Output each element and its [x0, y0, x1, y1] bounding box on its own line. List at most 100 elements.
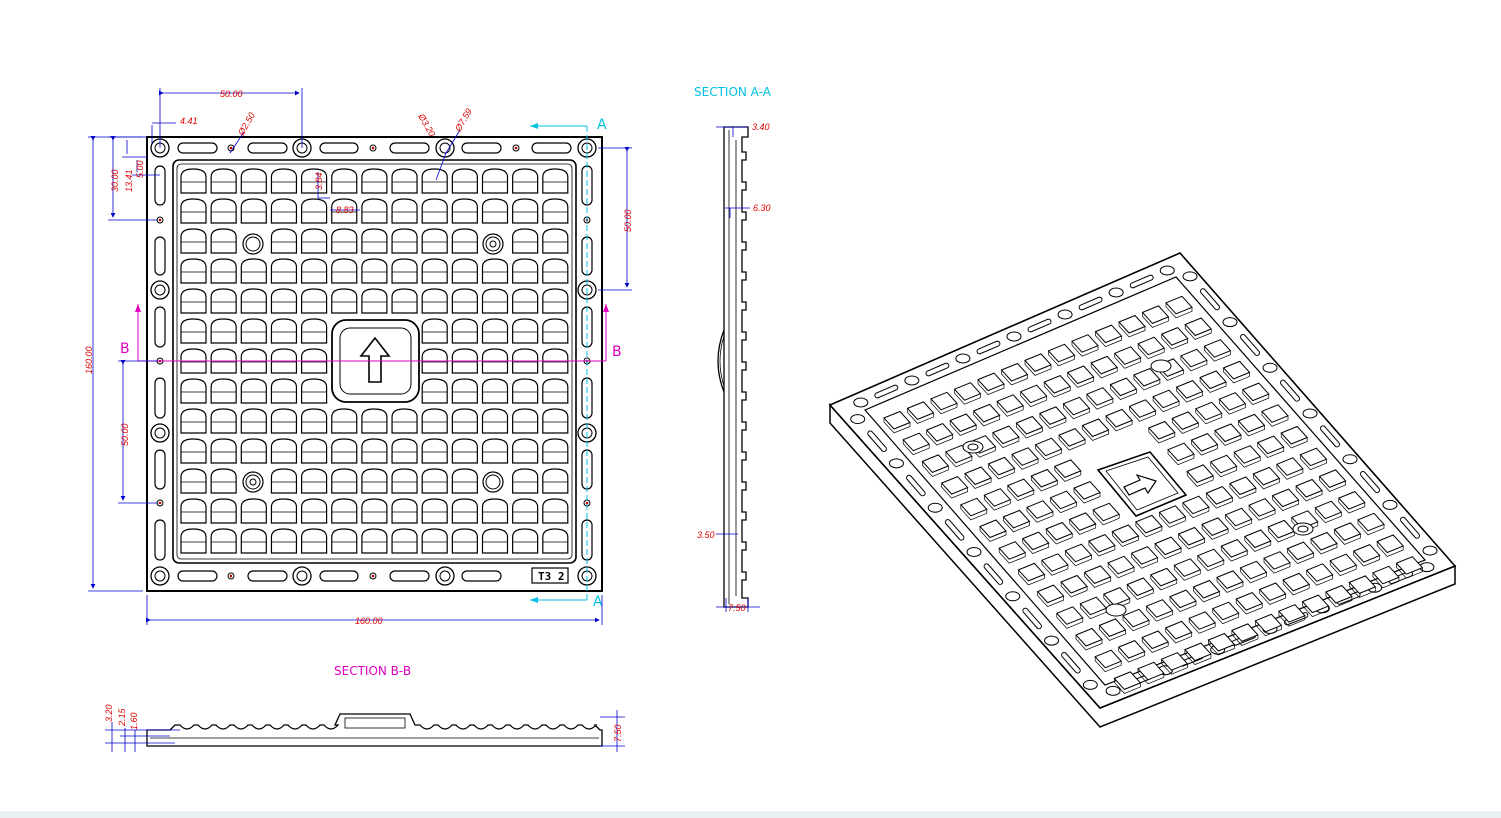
iso-cell	[1305, 563, 1334, 586]
iso-cell	[1041, 553, 1069, 576]
iso-cell	[1199, 370, 1227, 393]
iso-cell	[987, 456, 1016, 480]
iso-cell	[1128, 399, 1157, 422]
iso-cell	[1186, 464, 1215, 487]
iso-cell	[1220, 539, 1249, 562]
iso-cell	[1182, 495, 1210, 519]
section-bb-profile	[146, 713, 603, 747]
grid-cell	[210, 228, 237, 254]
grid-cell	[481, 318, 509, 344]
iso-hole	[966, 547, 982, 557]
iso-cell	[1180, 348, 1208, 372]
grid-cell	[391, 258, 418, 284]
iso-slot-inner	[1062, 653, 1080, 673]
iso-cell	[1060, 574, 1088, 598]
grid-cell	[210, 468, 237, 494]
iso-hole	[1005, 591, 1021, 602]
iso-cell	[1216, 570, 1244, 593]
iso-cell	[1314, 500, 1343, 524]
iso-cell	[1062, 396, 1091, 420]
grid-cell	[451, 198, 478, 224]
grid-cell	[421, 198, 448, 224]
iso-slot-inner	[1130, 275, 1153, 288]
iso-cell	[1286, 541, 1315, 565]
grid-cell	[421, 168, 448, 194]
iso-cell	[1141, 305, 1170, 328]
iso-slot-inner	[1023, 608, 1041, 629]
iso-cell	[949, 413, 978, 436]
section-bb-title: SECTION B-B	[334, 664, 411, 678]
iso-cell	[1395, 556, 1424, 579]
rim-slot	[531, 142, 572, 154]
dim-aa-1: 3.40	[752, 122, 770, 132]
iso-cell	[1201, 517, 1229, 540]
grid-cell	[240, 528, 267, 554]
iso-cell	[1118, 314, 1146, 338]
mounting-hole	[292, 566, 312, 586]
iso-cell	[902, 432, 931, 456]
aa-bulge-inner	[719, 335, 725, 387]
iso-slot-inner	[1201, 289, 1219, 310]
iso-inner-frame	[864, 276, 1427, 686]
grid-cell	[542, 438, 569, 464]
dim-bb-2: 2.15	[117, 707, 127, 727]
rim-slot	[154, 377, 166, 419]
grid-cell	[421, 318, 448, 344]
iso-cell	[930, 391, 958, 415]
grid-cell	[180, 168, 207, 194]
dim-pitch-right: 50.00	[623, 209, 633, 232]
rim-slot	[389, 570, 430, 582]
grid-cell	[481, 348, 509, 374]
mounting-hole	[435, 566, 455, 586]
iso-cell	[1006, 478, 1035, 502]
iso-cell	[1073, 481, 1101, 504]
iso-cell	[1171, 411, 1200, 434]
grid-cell	[481, 168, 509, 194]
iso-hole	[927, 502, 943, 513]
iso-cell	[1126, 577, 1155, 600]
grid-cell	[331, 198, 358, 224]
grid-cell	[481, 498, 509, 524]
grid-cell	[542, 498, 569, 524]
iso-cell	[1086, 387, 1114, 410]
iso-special-holes	[962, 359, 1314, 617]
grid-cell	[361, 528, 388, 554]
iso-cell	[940, 476, 969, 499]
iso-cell	[1113, 346, 1142, 369]
cut-marker-a-top: A	[597, 117, 607, 133]
small-hole-center	[158, 218, 162, 222]
grid-cell	[542, 198, 569, 224]
dim-side-13: 13.41	[124, 169, 134, 192]
iso-cell	[1337, 491, 1366, 514]
iso-slot-inner	[1401, 517, 1419, 538]
iso-cell	[1218, 392, 1247, 415]
grid-cell	[210, 318, 237, 344]
grid-cell	[421, 468, 448, 494]
iso-cell	[1258, 582, 1287, 605]
iso-cell	[1241, 382, 1270, 406]
iso-cell	[1000, 362, 1029, 386]
iso-cell	[1229, 476, 1257, 499]
iso-cell	[1152, 389, 1180, 413]
rim-slot	[461, 570, 502, 582]
grid-cell	[240, 258, 267, 284]
iso-rim-features	[850, 265, 1438, 696]
cut-marker-b-left: B	[120, 341, 130, 357]
iso-cell	[1263, 551, 1291, 574]
iso-slot-inner	[1028, 319, 1051, 332]
grid-cell	[240, 318, 267, 344]
grid-cell	[391, 288, 418, 314]
grid-cell	[421, 408, 448, 434]
iso-slot-inner	[926, 363, 949, 376]
grid-cell	[270, 168, 298, 194]
dim-side-30: 30.00	[110, 169, 120, 192]
dim-aa-3: 3.50	[697, 530, 715, 540]
grid-cell	[180, 348, 207, 374]
iso-cell	[1352, 544, 1381, 567]
grid-cell	[512, 168, 539, 194]
iso-cell	[1160, 327, 1189, 350]
grid-cell	[331, 438, 358, 464]
iso-slot-inner	[875, 385, 898, 398]
iso-cell	[1254, 613, 1283, 637]
grid-cell	[512, 198, 539, 224]
